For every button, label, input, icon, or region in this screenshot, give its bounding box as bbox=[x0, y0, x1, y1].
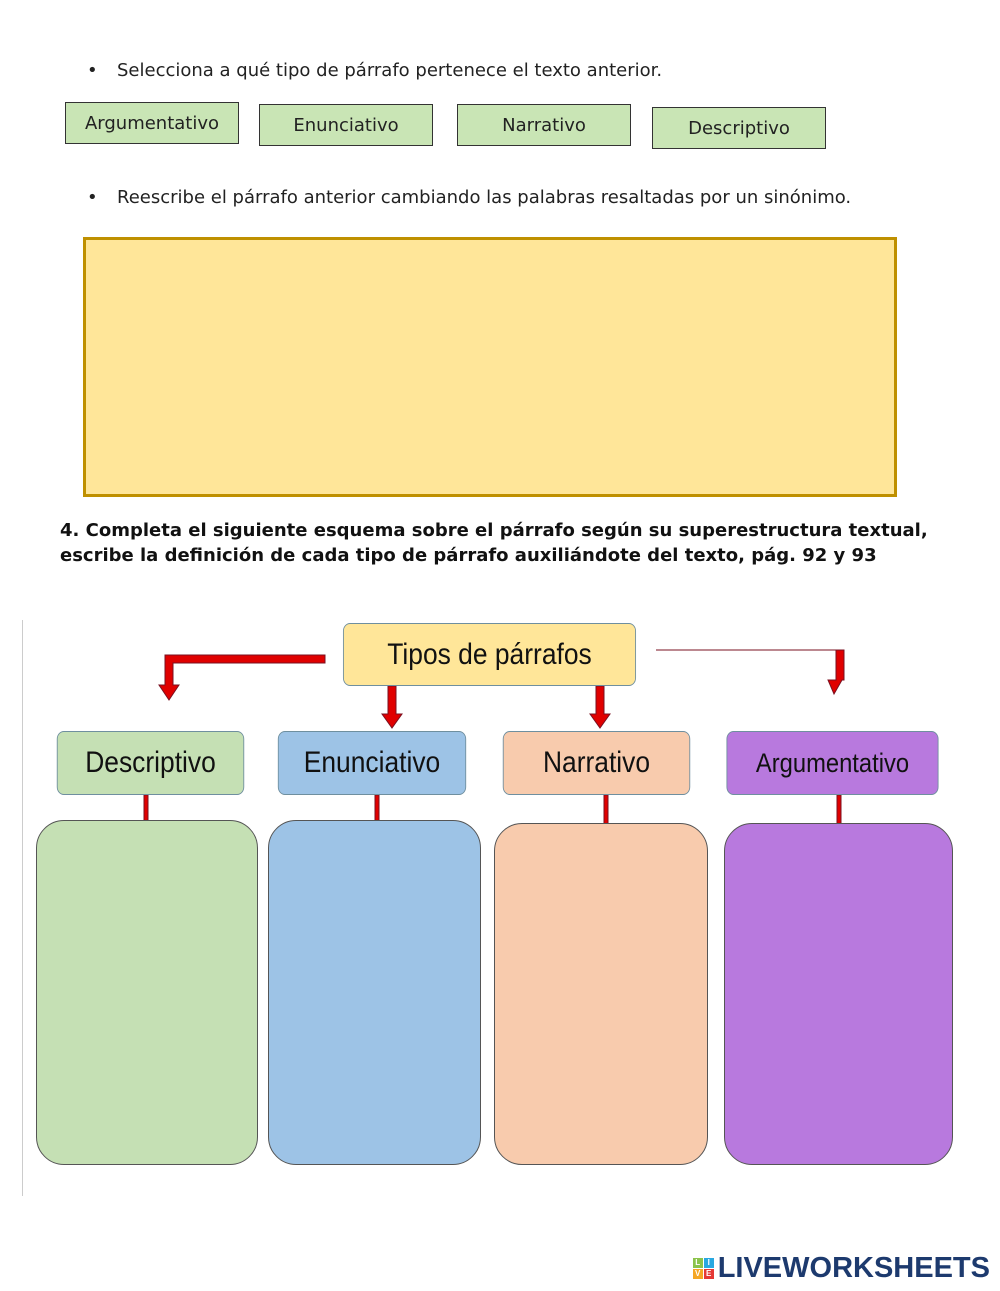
option-argumentativo[interactable]: Argumentativo bbox=[65, 102, 239, 144]
arrow-icon bbox=[381, 685, 403, 729]
instruction-rewrite: Reescribe el párrafo anterior cambiando … bbox=[87, 187, 851, 208]
category-argumentativo: Argumentativo bbox=[726, 731, 939, 795]
definition-argumentativo-field[interactable] bbox=[724, 823, 953, 1165]
divider-line bbox=[22, 620, 23, 1196]
definition-enunciativo-field[interactable] bbox=[268, 820, 481, 1165]
arrow-icon bbox=[158, 654, 326, 701]
definition-descriptivo-field[interactable] bbox=[36, 820, 258, 1165]
logo-badge-icon: L I V E bbox=[692, 1258, 714, 1279]
category-descriptivo: Descriptivo bbox=[56, 731, 245, 795]
diagram-title: Tipos de párrafos bbox=[342, 623, 637, 686]
liveworksheets-logo: L I V E LIVEWORKSHEETS bbox=[692, 1252, 990, 1285]
definition-narrativo-field[interactable] bbox=[494, 823, 708, 1165]
arrow-icon bbox=[656, 649, 845, 696]
category-enunciativo: Enunciativo bbox=[277, 731, 467, 795]
arrow-icon bbox=[589, 685, 611, 729]
instruction-select-type: Selecciona a qué tipo de párrafo pertene… bbox=[87, 60, 662, 81]
question-4-heading: 4. Completa el siguiente esquema sobre e… bbox=[60, 520, 928, 566]
option-narrativo[interactable]: Narrativo bbox=[457, 104, 631, 146]
rewrite-answer-field[interactable] bbox=[83, 237, 897, 497]
category-narrativo: Narrativo bbox=[502, 731, 691, 795]
logo-text: LIVEWORKSHEETS bbox=[717, 1252, 990, 1284]
option-enunciativo[interactable]: Enunciativo bbox=[259, 104, 433, 146]
option-descriptivo[interactable]: Descriptivo bbox=[652, 107, 826, 149]
